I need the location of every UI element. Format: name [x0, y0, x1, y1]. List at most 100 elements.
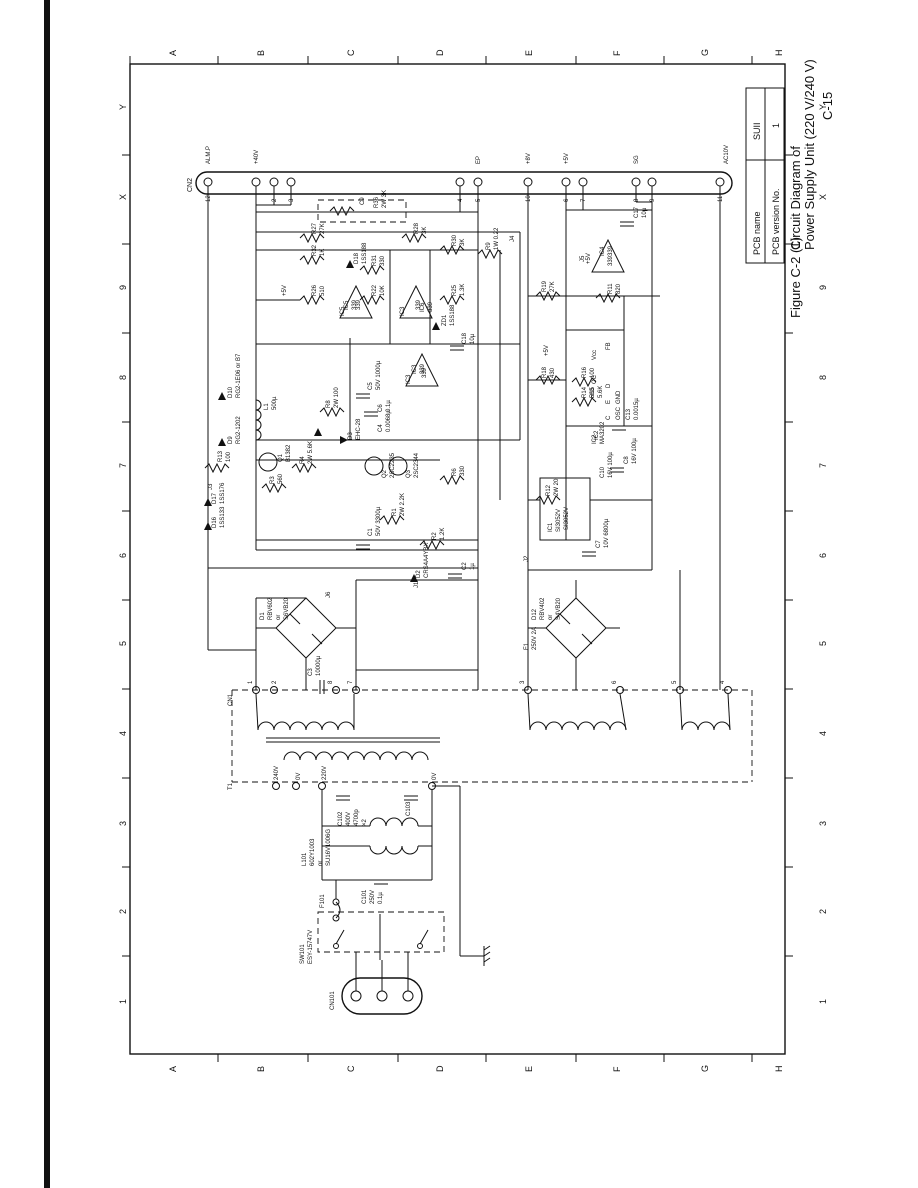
cn2-pin: 12 — [206, 195, 212, 202]
grid-number: 7 — [818, 463, 828, 468]
component-label-r18: R18 — [542, 366, 548, 378]
component-label-zd1: ZD1 — [442, 314, 448, 326]
cn2-net-5v: +5V — [564, 153, 570, 164]
component-value-ic1: SI3052V — [556, 509, 562, 532]
component-value-d3: EHC-28 — [356, 418, 362, 440]
component-label-r28: R28 — [414, 222, 420, 234]
cn2-pin: 9 — [650, 198, 656, 202]
cn101-connector: CN101 — [330, 952, 423, 1015]
component-value-d9: RG2-1202 — [236, 416, 242, 444]
component-value-d18: 1SS188 — [362, 242, 368, 264]
cn2-net-sg: SG — [634, 155, 640, 164]
component-label-r11: R11 — [608, 283, 614, 294]
grid-number: X — [818, 194, 828, 200]
pcb-name-value: SUII — [752, 122, 762, 140]
primary-labels: F101 L101 602Y1003 or SU16V1006G C101 25… — [302, 801, 412, 908]
component-label-r25: R25 — [452, 284, 458, 296]
grid-number: 4 — [818, 731, 828, 736]
l101-ref: L101 — [302, 852, 308, 866]
component-label-ic2: IC2 — [592, 434, 598, 444]
c102-value3: ×2 — [362, 818, 368, 826]
cn1-connector: CN1 1 2 8 7 3 6 5 4 — [228, 680, 753, 783]
component-value-ic2: MA3202 — [600, 421, 606, 444]
component-value-ic3: 339 — [420, 363, 426, 374]
component-value-ic4: 339 — [608, 245, 614, 256]
cn2-net-40v: +40V — [254, 150, 260, 164]
cn1-pin: 5 — [672, 680, 678, 684]
cn2-pin: 8 — [634, 198, 640, 202]
cn2-net-8v: +8V — [526, 153, 532, 164]
grid-numbers-left: Y X 9 8 7 6 5 4 3 2 1 — [118, 104, 128, 1004]
component-value-c13: 0.0015µ — [634, 398, 640, 420]
grid-number: 6 — [818, 553, 828, 558]
component-label-r15: R15 — [590, 386, 596, 398]
drawing-border — [129, 63, 786, 1055]
component-label-d3: D3 — [348, 432, 354, 440]
component-label-r3: R3 — [270, 476, 276, 484]
grid-number: 5 — [818, 641, 828, 646]
component-label-j2: J2 — [524, 555, 530, 562]
component-label-r36: R36 — [374, 196, 380, 208]
component-value-r14: 560 — [590, 387, 596, 398]
component-label-c7: C7 — [596, 540, 602, 548]
cn101-ref: CN101 — [330, 991, 336, 1010]
component-value-r6: 330 — [460, 465, 466, 476]
component-label-r9: R9 — [486, 242, 492, 250]
component-value-r32: 1K — [320, 249, 326, 256]
ic6-type: 339 — [422, 367, 428, 378]
comparator-labels: IC5 339 IC3 339 IC3 339 339 — [340, 255, 614, 384]
c101-value2: 0.1µ — [378, 892, 384, 904]
pcb-name-label: PCB name — [752, 211, 762, 255]
component-label-r22: R22 — [372, 284, 378, 296]
grid-number: 3 — [818, 821, 828, 826]
component-label-r13: R13 — [218, 450, 224, 462]
component-value-r22: 10K — [380, 285, 386, 296]
switch-sw101: SW101 ESY-15747V — [300, 911, 445, 964]
ic6-label: IC3 — [406, 374, 412, 384]
secondary-windings — [255, 693, 731, 731]
component-value-r26: 510 — [320, 285, 326, 296]
cn2-pin: 4 — [458, 198, 464, 202]
cn1-ref: CN1 — [228, 693, 234, 706]
component-value-r12: 2W 20 — [554, 478, 560, 496]
c102-ref: C102 — [338, 811, 344, 826]
sw101-part: ESY-15747V — [308, 930, 314, 964]
inductor-l1 — [255, 399, 262, 441]
d1-ref: D1 — [260, 612, 266, 620]
component-value-r16: 100 — [590, 367, 596, 378]
rail-5v: +5V — [282, 285, 288, 296]
cn1-pin: 8 — [328, 680, 334, 684]
grid-number: 6 — [118, 553, 128, 558]
cn2-net-ac10v: AC10V — [724, 145, 730, 164]
component-value-d10: RG2-1E06 or B7 — [236, 353, 242, 398]
c9-label: C9 — [360, 197, 366, 205]
component-label-d9: D9 — [228, 436, 234, 444]
component-value-r1: 2W 2.2K — [400, 493, 406, 516]
grid-number: 2 — [118, 909, 128, 914]
component-value-d2: CRS4A4YBX — [424, 543, 430, 578]
rail-5v: +5V — [544, 345, 550, 356]
grid-letter: G — [700, 49, 710, 56]
component-value-c6: 0.1µ — [386, 400, 392, 412]
component-value-r25: 1.3K — [460, 284, 466, 296]
r36-dashed-box: C9 — [317, 197, 407, 223]
ic2-pin-gnd: GND — [616, 390, 622, 404]
component-value-q3: 2SC2344 — [414, 452, 420, 478]
component-label-ic6: IC6 — [420, 302, 426, 312]
component-label-c3: C3 — [308, 668, 314, 676]
grid-number: 2 — [818, 909, 828, 914]
grid-number: 8 — [118, 375, 128, 380]
component-label-r4: R4 — [300, 456, 306, 464]
c103-ref: C103 — [406, 801, 412, 816]
figure-caption-line-2: Power Supply Unit (220 V/240 V) — [802, 59, 817, 250]
f101-ref: F101 — [320, 894, 326, 908]
rail-labels: +5V +5V +5V — [282, 253, 592, 356]
component-value-c1: 50V 3300µ — [376, 506, 382, 536]
grid-letters-top: A B C D E F G H — [168, 49, 784, 56]
component-value-r13: 100 — [226, 451, 232, 462]
cn2-pin: 10 — [526, 195, 532, 202]
component-value-q2: 2SC2235 — [390, 452, 396, 478]
component-value-r4: 2W 5.6K — [308, 441, 314, 464]
